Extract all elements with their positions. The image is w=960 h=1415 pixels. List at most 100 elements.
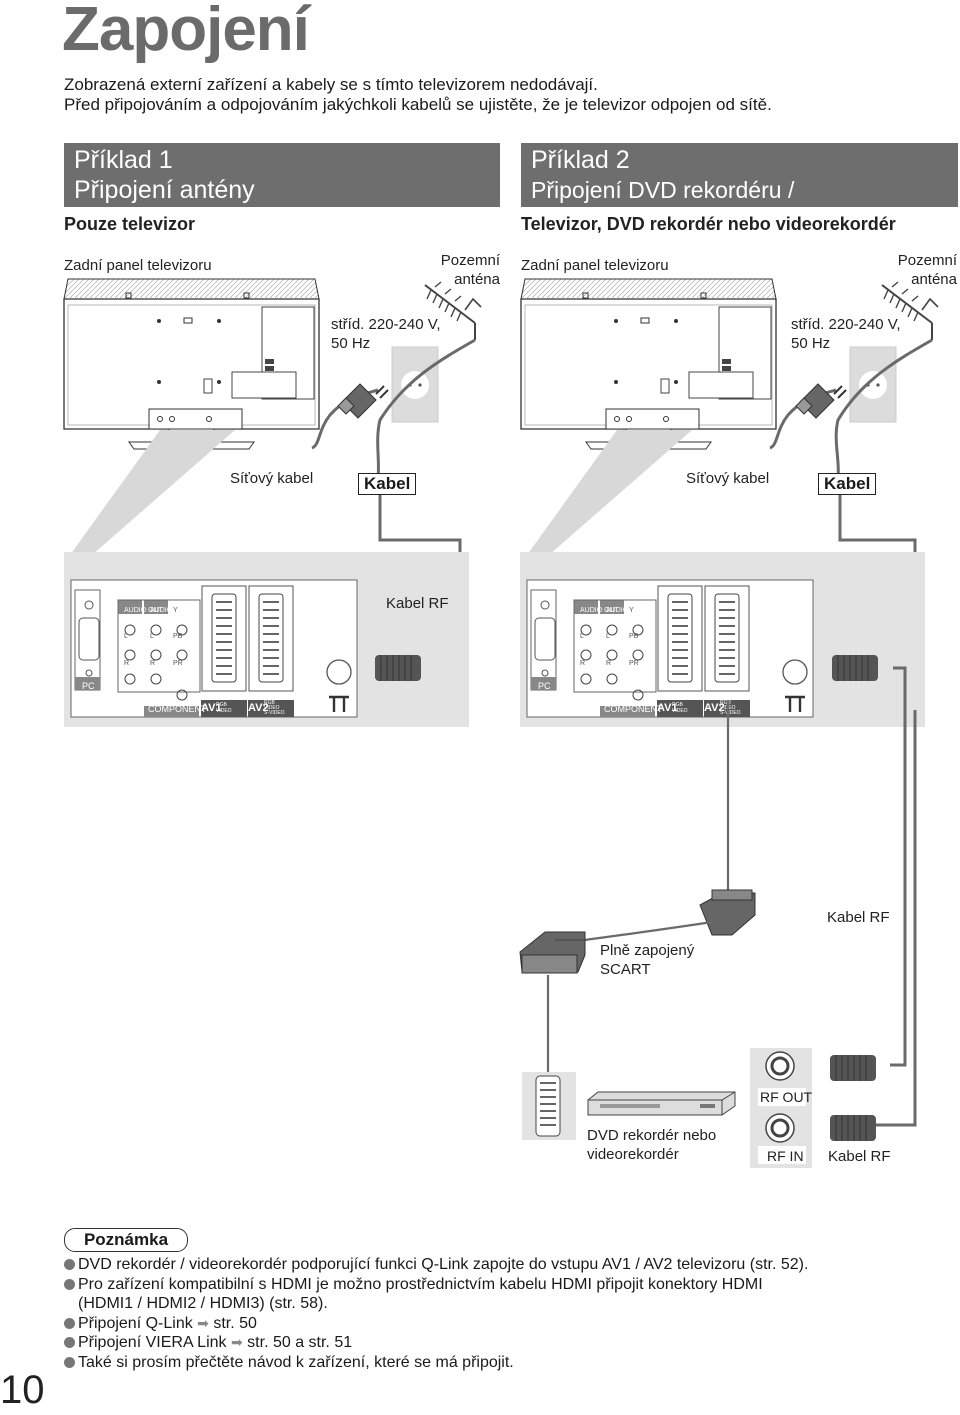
- ex2-r2: R: [606, 660, 611, 667]
- scart-label-1: Plně zapojený: [600, 942, 695, 959]
- example2-rf-cable-label-bottom: Kabel RF: [828, 1148, 891, 1165]
- recorder-label-1: DVD rekordér nebo: [587, 1127, 716, 1144]
- note-viera-prefix: Připojení VIERA Link: [78, 1334, 227, 1351]
- example1-tv-rear: [63, 278, 320, 450]
- example1-antenna-label-2: anténa: [454, 271, 501, 288]
- example1-power-label-1: stříd. 220-240 V,: [331, 316, 441, 333]
- ex1-l2: L: [150, 633, 154, 640]
- example1-heading-line2: Připojení antény: [74, 176, 255, 204]
- ex1-av1: AV1: [201, 702, 222, 714]
- note-text-2: Pro zařízení kompatibilní s HDMI je možn…: [78, 1275, 763, 1293]
- ex2-pb: PB: [629, 633, 639, 640]
- ex1-av1-video: VIDEO: [216, 708, 232, 714]
- recorder-rf-out-plug: [829, 1054, 877, 1082]
- ex1-l1: L: [124, 633, 128, 640]
- example1-heading: Příklad 1 Připojení antény: [64, 143, 500, 207]
- intro-line-1: Zobrazená externí zařízení a kabely se s…: [64, 75, 598, 94]
- page-number: 10: [0, 1368, 45, 1412]
- ex2-av1-rgb: RGB: [672, 702, 684, 708]
- ex1-av2-svideo: S-VIDEO: [264, 710, 285, 716]
- example2-heading: Příklad 2 Připojení DVD rekordéru / vide…: [521, 143, 958, 233]
- note-text-last: Také si prosím přečtěte návod k zařízení…: [78, 1353, 514, 1371]
- rf-in-label: RF IN: [767, 1148, 804, 1164]
- note-item: Pro zařízení kompatibilní s HDMI je možn…: [64, 1275, 944, 1295]
- ex2-pr: PR: [629, 660, 639, 667]
- note-text-3: (HDMI1 / HDMI2 / HDMI3) (str. 58).: [78, 1295, 328, 1312]
- arrow-right-icon: ➡: [197, 1314, 209, 1331]
- note-text-1: DVD rekordér / videorekordér podporující…: [78, 1256, 809, 1273]
- note-item-continued: (HDMI1 / HDMI2 / HDMI3) (str. 58).: [64, 1294, 944, 1314]
- example1-antenna-label-1: Pozemní: [441, 252, 501, 269]
- bullet-icon: [64, 1337, 75, 1348]
- note-qlink-prefix: Připojení Q-Link: [78, 1314, 193, 1332]
- ex1-r2: R: [150, 660, 155, 667]
- example1-mains-plug: [337, 383, 389, 419]
- example1-rf-cable-label: Kabel RF: [386, 595, 449, 612]
- ex1-pr: PR: [173, 660, 183, 667]
- arrow-right-icon: ➡: [230, 1334, 243, 1350]
- scart-label-2: SCART: [600, 961, 651, 978]
- example1-power-label-2: 50 Hz: [331, 335, 370, 352]
- note-viera-ref: str. 50 a str. 51: [247, 1334, 353, 1351]
- example2-subheading: Televizor, DVD rekordér nebo videorekord…: [521, 214, 896, 234]
- example2-rf-cable-label-top: Kabel RF: [827, 909, 890, 926]
- rf-sockets-panel: [750, 1048, 812, 1168]
- bullet-icon: [64, 1356, 75, 1368]
- example2-wall-outlet: [849, 346, 897, 423]
- scart-plug-tv-end: [699, 889, 756, 936]
- page-title: Zapojení: [62, 0, 310, 64]
- note-badge: Poznámka: [64, 1228, 188, 1252]
- example1-cable-label: Kabel: [358, 473, 417, 495]
- example1-mains-cable-label: Síťový kabel: [230, 470, 314, 487]
- example2-cable-label: Kabel: [818, 473, 877, 495]
- ex2-pc: PC: [538, 681, 551, 691]
- example2-antenna-label-1: Pozemní: [898, 252, 958, 269]
- example1-wall-outlet: [391, 346, 439, 423]
- example2-power-label-1: stříd. 220-240 V,: [791, 316, 901, 333]
- intro-line-2: Před připojováním a odpojováním jakýchko…: [64, 95, 772, 114]
- note-qlink-ref: str. 50: [213, 1314, 257, 1332]
- ex1-component: COMPONENT: [148, 704, 207, 714]
- ex1-av1-rgb: RGB: [216, 702, 228, 708]
- ex2-av1: AV1: [657, 702, 678, 714]
- ex2-y: Y: [629, 607, 634, 614]
- dvd-recorder-icon: [587, 1091, 736, 1116]
- connection-diagram: Zadní panel televizoru Pozemní anténa st…: [62, 252, 958, 1168]
- intro-text: Zobrazená externí zařízení a kabely se s…: [64, 75, 772, 115]
- ex2-r1: R: [580, 660, 585, 667]
- ex2-l1: L: [580, 633, 584, 640]
- ex2-av1-video: VIDEO: [672, 708, 688, 714]
- example1-rear-panel-label: Zadní panel televizoru: [64, 257, 212, 274]
- example2-rear-panel-label: Zadní panel televizoru: [521, 257, 669, 274]
- example2-heading-line1: Příklad 2: [531, 146, 630, 174]
- bullet-icon: [64, 1317, 75, 1329]
- example2-tv-rear: [520, 278, 777, 450]
- ex2-component: COMPONENT: [604, 704, 663, 714]
- recorder-rf-in-plug: [829, 1114, 877, 1142]
- note-item-viera: Připojení VIERA Link ➡ str. 50 a str. 51: [64, 1333, 944, 1353]
- example2-rf-plug-tv: [831, 654, 879, 682]
- ex2-av2-svideo: S-VIDEO: [720, 710, 741, 716]
- rf-out-label: RF OUT: [760, 1089, 813, 1105]
- bullet-icon: [64, 1278, 75, 1290]
- example2-antenna-label-2: anténa: [911, 271, 958, 288]
- ex2-av2: AV2: [704, 702, 725, 714]
- note-item-last: Také si prosím přečtěte návod k zařízení…: [64, 1353, 944, 1373]
- example2-power-label-2: 50 Hz: [791, 335, 830, 352]
- scart-plug-recorder-end: [519, 931, 586, 974]
- example2-mains-cable-label: Síťový kabel: [686, 470, 770, 487]
- ex1-pc: PC: [82, 681, 95, 691]
- example1-subheading: Pouze televizor: [64, 214, 196, 234]
- example1-heading-line1: Příklad 1: [74, 146, 173, 174]
- note-item: DVD rekordér / videorekordér podporující…: [64, 1255, 944, 1275]
- ex1-pb: PB: [173, 633, 183, 640]
- ex1-av2-rgb: RGB: [264, 700, 276, 706]
- notes-list: DVD rekordér / videorekordér podporující…: [64, 1255, 944, 1372]
- example2-mains-plug: [795, 383, 847, 419]
- ex1-r1: R: [124, 660, 129, 667]
- ex1-audio-out: AUDIO OUT: [124, 607, 164, 614]
- bullet-icon: [64, 1259, 75, 1270]
- recorder-scart-socket: [522, 1072, 576, 1140]
- ex2-audio-out: AUDIO OUT: [580, 607, 620, 614]
- example2-heading-line2: Připojení DVD rekordéru / videorekordéru: [531, 177, 795, 233]
